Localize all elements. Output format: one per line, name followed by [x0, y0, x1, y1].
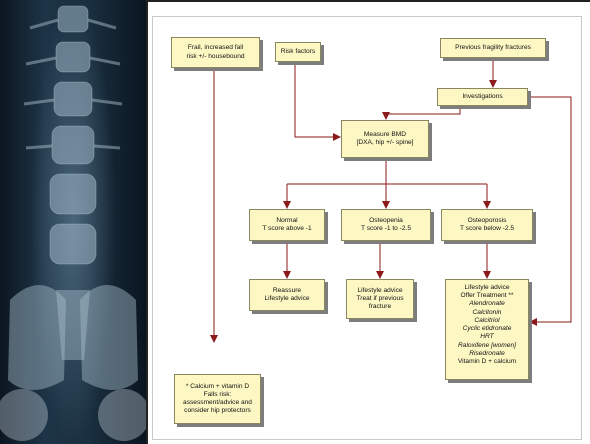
lifestyle-line-1: Lifestyle advice	[357, 286, 403, 294]
investigations-label: Investigations	[462, 92, 503, 100]
normal-line-2: T score above -1	[262, 225, 312, 232]
previous-fractures-box: Previous fragility fractures	[440, 38, 546, 58]
osteopenia-box: Osteopenia T score -1 to -2.5	[341, 209, 431, 241]
calcium-line-4: consider hip protectors	[184, 407, 251, 415]
bmd-line-2: [DXA, hip +/- spine]	[356, 139, 414, 146]
risk-to-bmd-arrow	[294, 62, 341, 141]
measure-bmd-box: Measure BMD [DXA, hip +/- spine]	[341, 120, 429, 158]
investigations-box: Investigations	[437, 88, 528, 106]
risk-factors-label: Risk factors	[280, 47, 316, 55]
spine-xray-image	[0, 0, 146, 444]
treat-footer: Vitamin D + calcium	[457, 358, 517, 366]
calcium-falls-box: * Calcium + vitamin D Falls risk: assess…	[174, 374, 261, 424]
risk-factors-box: Risk factors	[275, 42, 321, 62]
frail-fall-risk-box: Frail, increased fall risk +/- houseboun…	[171, 37, 260, 68]
osteopenia-line-2: T score -1 to -2.5	[360, 225, 412, 232]
invest-to-bmd-arrow	[382, 106, 461, 120]
drug-item: Raloxifene [women]	[458, 341, 516, 349]
invest-to-treat-arrow	[528, 96, 572, 326]
treat-header-2: Offer Treatment **	[460, 292, 514, 300]
drug-item: Calcitonin	[472, 308, 502, 316]
calcium-line-2: Falls risk:	[203, 390, 232, 398]
frail-line-1: Frail, increased fall	[187, 44, 244, 52]
osteopenia-line-1: Osteopenia	[369, 216, 403, 224]
normal-line-1: Normal	[276, 216, 298, 224]
lifestyle-line-3: fracture	[368, 303, 392, 311]
bmd-line-1: Measure BMD	[363, 130, 407, 138]
reassure-box: Reassure Lifestyle advice	[249, 279, 325, 311]
drug-item: Calcitriol	[474, 316, 500, 324]
drug-item: HRT	[480, 333, 494, 341]
treatment-box: Lifestyle advice Offer Treatment ** Alen…	[445, 279, 529, 380]
osteoporosis-line-1: Osteoporosis	[467, 216, 507, 224]
drug-item: Risedronate	[469, 349, 505, 357]
reassure-line-1: Reassure	[272, 286, 302, 294]
osteoporosis-line-2: T score below -2.5	[459, 225, 515, 232]
normal-box: Normal T score above -1	[249, 209, 325, 241]
calcium-line-3: assessment/advice and	[183, 399, 252, 406]
treat-header-1: Lifestyle advice	[464, 284, 510, 291]
bmd-branch-connector	[287, 158, 487, 185]
drug-item: Alendronate	[469, 300, 505, 308]
osteoporosis-box: Osteoporosis T score below -2.5	[441, 209, 533, 241]
previous-fractures-label: Previous fragility fractures	[455, 43, 531, 51]
frail-line-2: risk +/- housebound	[186, 52, 245, 60]
calcium-line-1: * Calcium + vitamin D	[185, 382, 250, 390]
lifestyle-advice-box: Lifestyle advice Treat if previous fract…	[346, 279, 414, 319]
drug-item: Cyclic etidronate	[462, 325, 512, 333]
lifestyle-line-2: Treat if previous	[356, 294, 404, 302]
spine-xray-graphic	[0, 0, 146, 444]
reassure-line-2: Lifestyle advice	[264, 295, 310, 302]
